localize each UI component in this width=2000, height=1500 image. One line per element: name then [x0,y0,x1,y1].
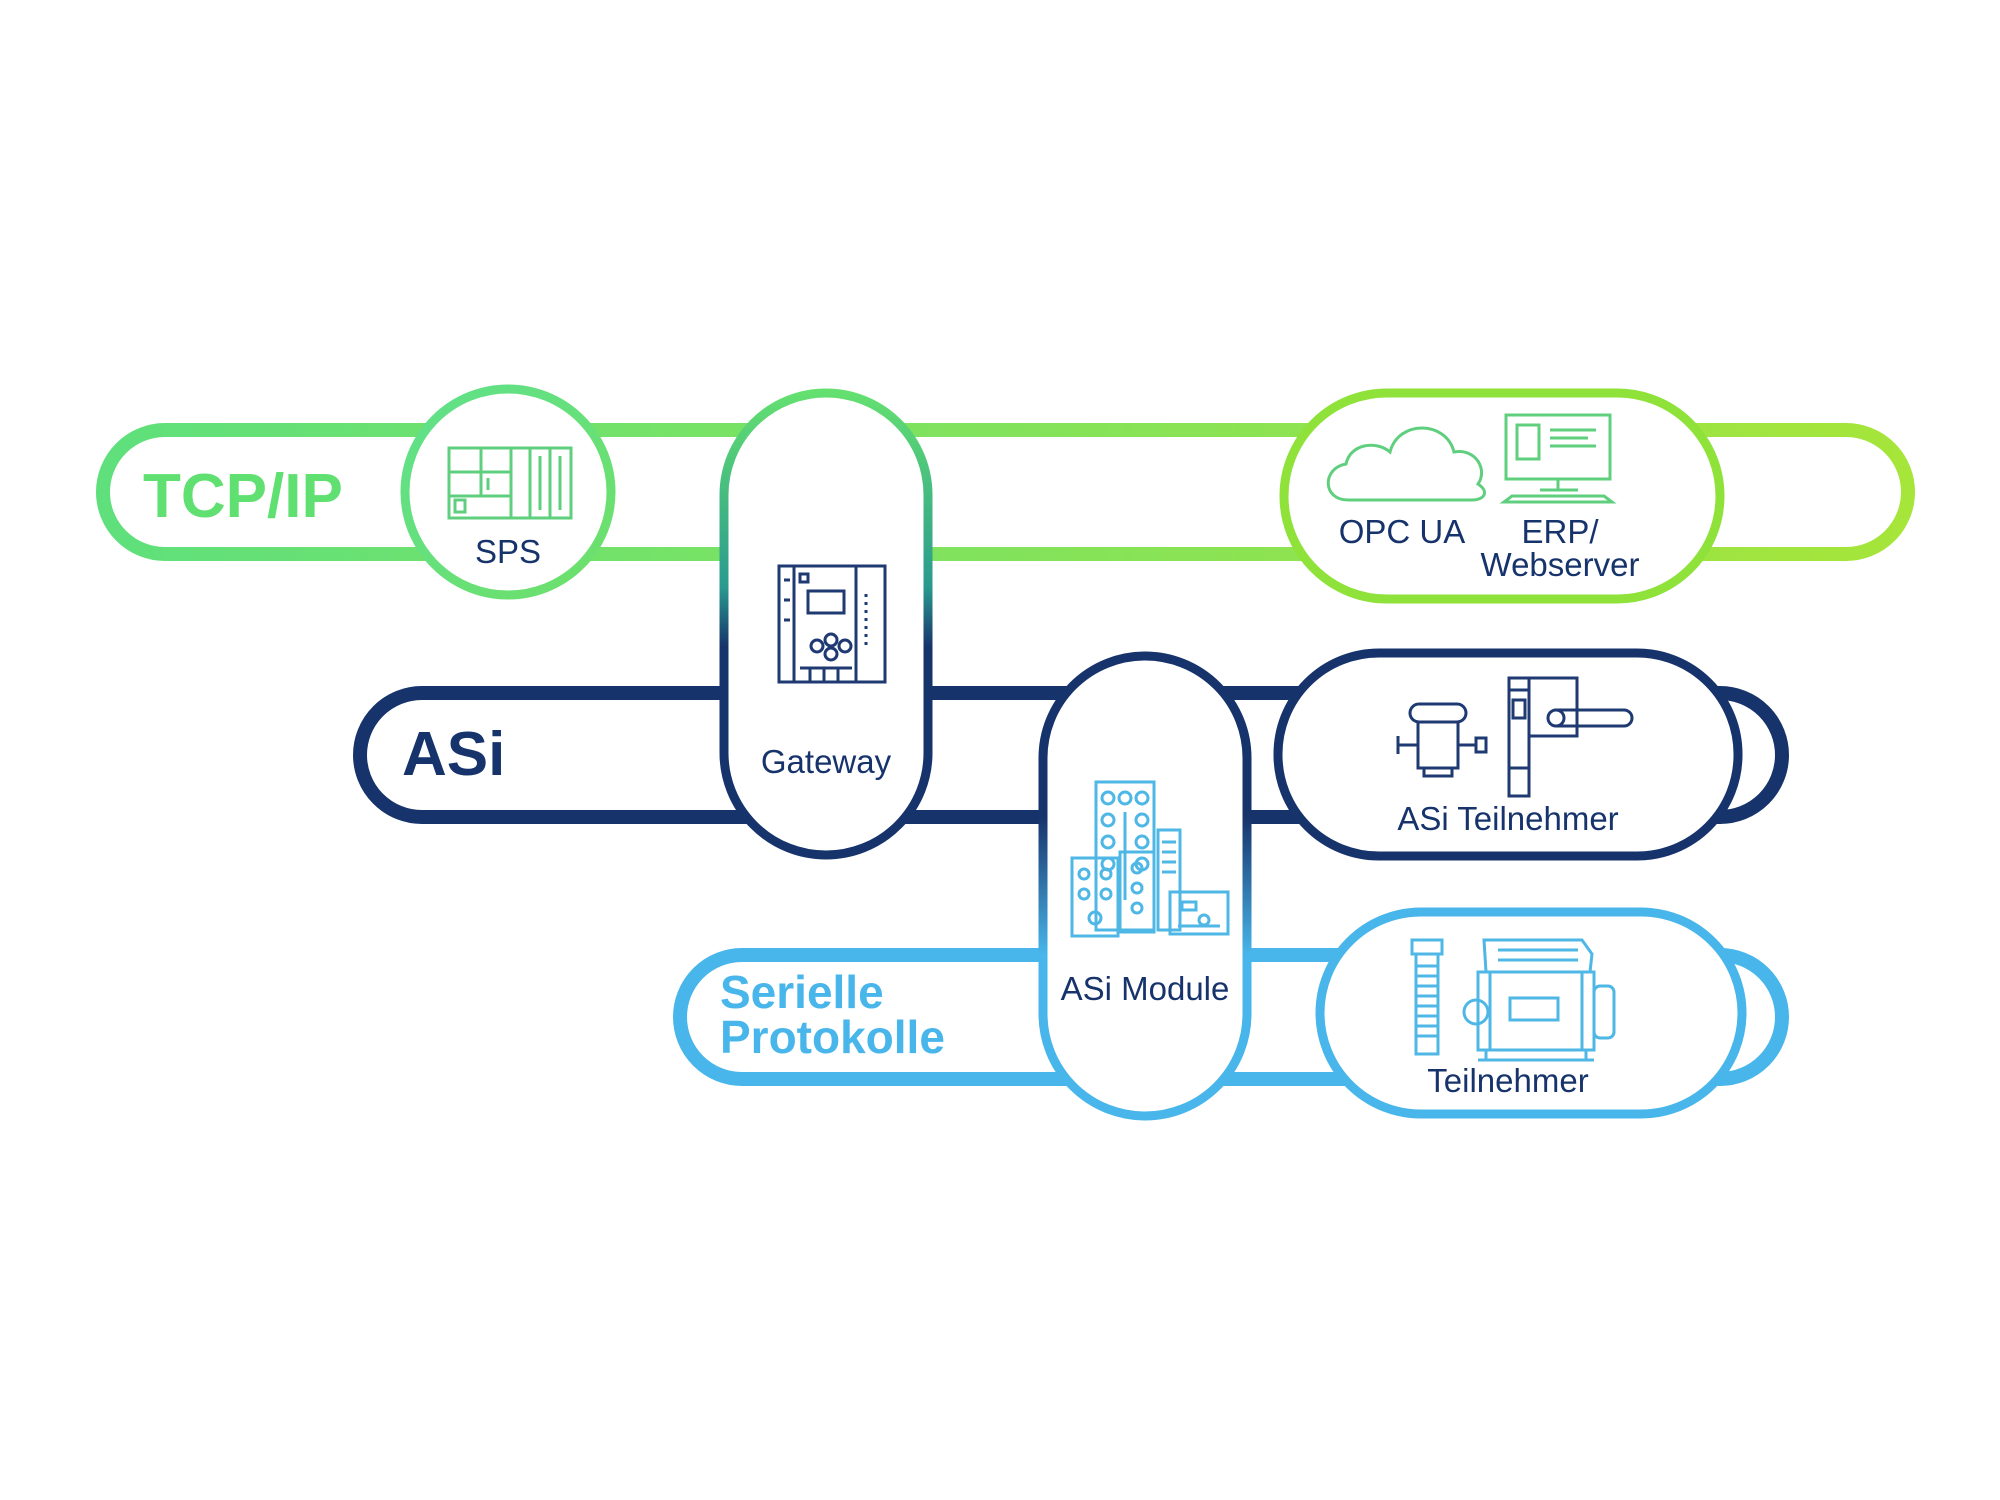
gateway-device-icon [777,564,887,684]
teilnehmer-label: Teilnehmer [1427,1062,1588,1099]
tcpip-bus: TCP/IP [96,423,1915,561]
cylindrical-sensor-icon [1410,938,1444,1056]
plc-rack-icon [447,446,573,520]
asi-bus-label: ASi [402,720,505,789]
computer-monitor-icon [1499,413,1617,504]
gateway-label: Gateway [761,743,892,780]
node-asi-teilnehmer: ASi Teilnehmer [1273,648,1743,861]
serial-bus-label-line1: Serielle [720,966,884,1018]
serial-bus: Serielle Protokolle [673,948,1789,1086]
electric-motor-icon [1462,938,1616,1062]
node-opc-erp: OPC UA ERP/ Webserver [1279,388,1725,604]
valve-sensor-icon [1396,702,1488,778]
node-asi-module: ASi Module [1038,651,1252,1121]
asi-teilnehmer-label: ASi Teilnehmer [1397,800,1618,837]
serial-bus-label-line2: Protokolle [720,1011,945,1063]
io-module-stack-icon [1070,780,1230,938]
tcpip-bus-label: TCP/IP [143,462,343,531]
door-lock-switch-icon [1507,676,1634,798]
erp-label-line1: ERP/ [1521,513,1599,550]
node-sps: SPS [400,384,616,600]
node-teilnehmer: Teilnehmer [1315,907,1747,1119]
opc-ua-label: OPC UA [1339,513,1466,550]
erp-label-line2: Webserver [1481,546,1640,583]
asi-module-label: ASi Module [1061,970,1230,1007]
cloud-icon [1326,426,1487,502]
node-gateway: Gateway [719,388,933,860]
sps-label: SPS [475,533,541,570]
